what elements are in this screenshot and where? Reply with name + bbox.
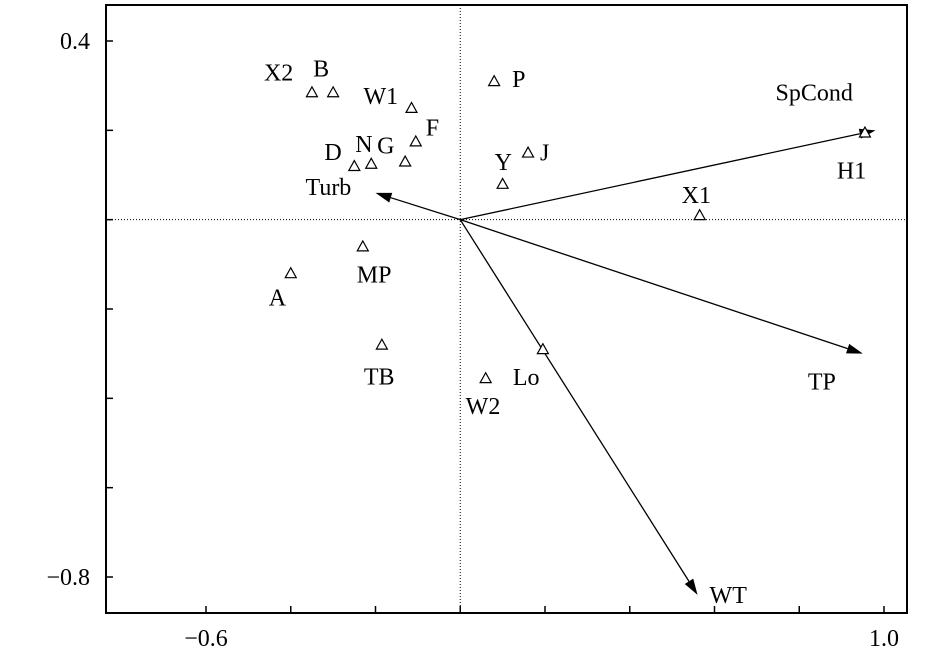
vector-arrowhead-tp	[846, 343, 863, 354]
point-label-x1: X1	[682, 183, 711, 209]
point-marker-mp	[356, 239, 370, 252]
vector-line-spcond	[460, 133, 861, 221]
point-label-p: P	[512, 67, 525, 93]
point-label-g: G	[377, 134, 394, 160]
point-marker-d	[347, 159, 361, 172]
vector-line-wt	[459, 219, 690, 582]
point-marker-x1	[693, 208, 707, 221]
y-tick-label-min: −0.8	[46, 565, 90, 591]
point-marker-j	[521, 145, 535, 158]
y-tick-label-max: 0.4	[60, 29, 90, 55]
point-label-j: J	[540, 141, 549, 167]
point-marker-b	[326, 85, 340, 98]
point-label-y: Y	[495, 150, 512, 176]
vector-label-turb: Turb	[306, 175, 352, 201]
point-marker-h1	[858, 125, 872, 138]
x-tick-label-min: −0.6	[184, 626, 228, 652]
vector-arrowhead-wt	[684, 578, 698, 595]
point-label-mp: MP	[357, 262, 392, 288]
vector-label-spcond: SpCond	[776, 80, 853, 106]
vector-line-turb	[390, 197, 461, 221]
point-label-a: A	[269, 285, 287, 311]
point-marker-g	[398, 154, 412, 167]
point-marker-p	[487, 74, 501, 87]
point-marker-y	[496, 177, 510, 189]
point-label-tb: TB	[364, 365, 395, 391]
vector-label-tp: TP	[808, 370, 836, 396]
point-label-f: F	[426, 116, 439, 142]
point-marker-tb	[375, 337, 389, 350]
point-label-lo: Lo	[513, 365, 540, 391]
point-marker-x2	[305, 85, 319, 98]
x-tick-label-max: 1.0	[869, 626, 899, 652]
point-label-x2: X2	[264, 60, 293, 86]
point-label-h1: H1	[837, 159, 866, 185]
point-label-w2: W2	[466, 394, 501, 420]
point-label-d: D	[324, 140, 341, 166]
vector-line-tp	[460, 219, 848, 350]
point-marker-w2	[479, 371, 493, 384]
vector-label-wt: WT	[710, 583, 748, 609]
point-marker-f	[409, 134, 423, 147]
axis-ticks	[106, 40, 885, 613]
point-label-n: N	[355, 132, 372, 158]
point-marker-lo	[536, 342, 550, 355]
point-label-w1: W1	[364, 84, 399, 110]
point-marker-a	[284, 266, 298, 279]
point-marker-n	[364, 157, 378, 169]
point-label-b: B	[313, 56, 329, 82]
vector-arrowhead-turb	[375, 192, 393, 203]
point-marker-w1	[404, 101, 419, 114]
